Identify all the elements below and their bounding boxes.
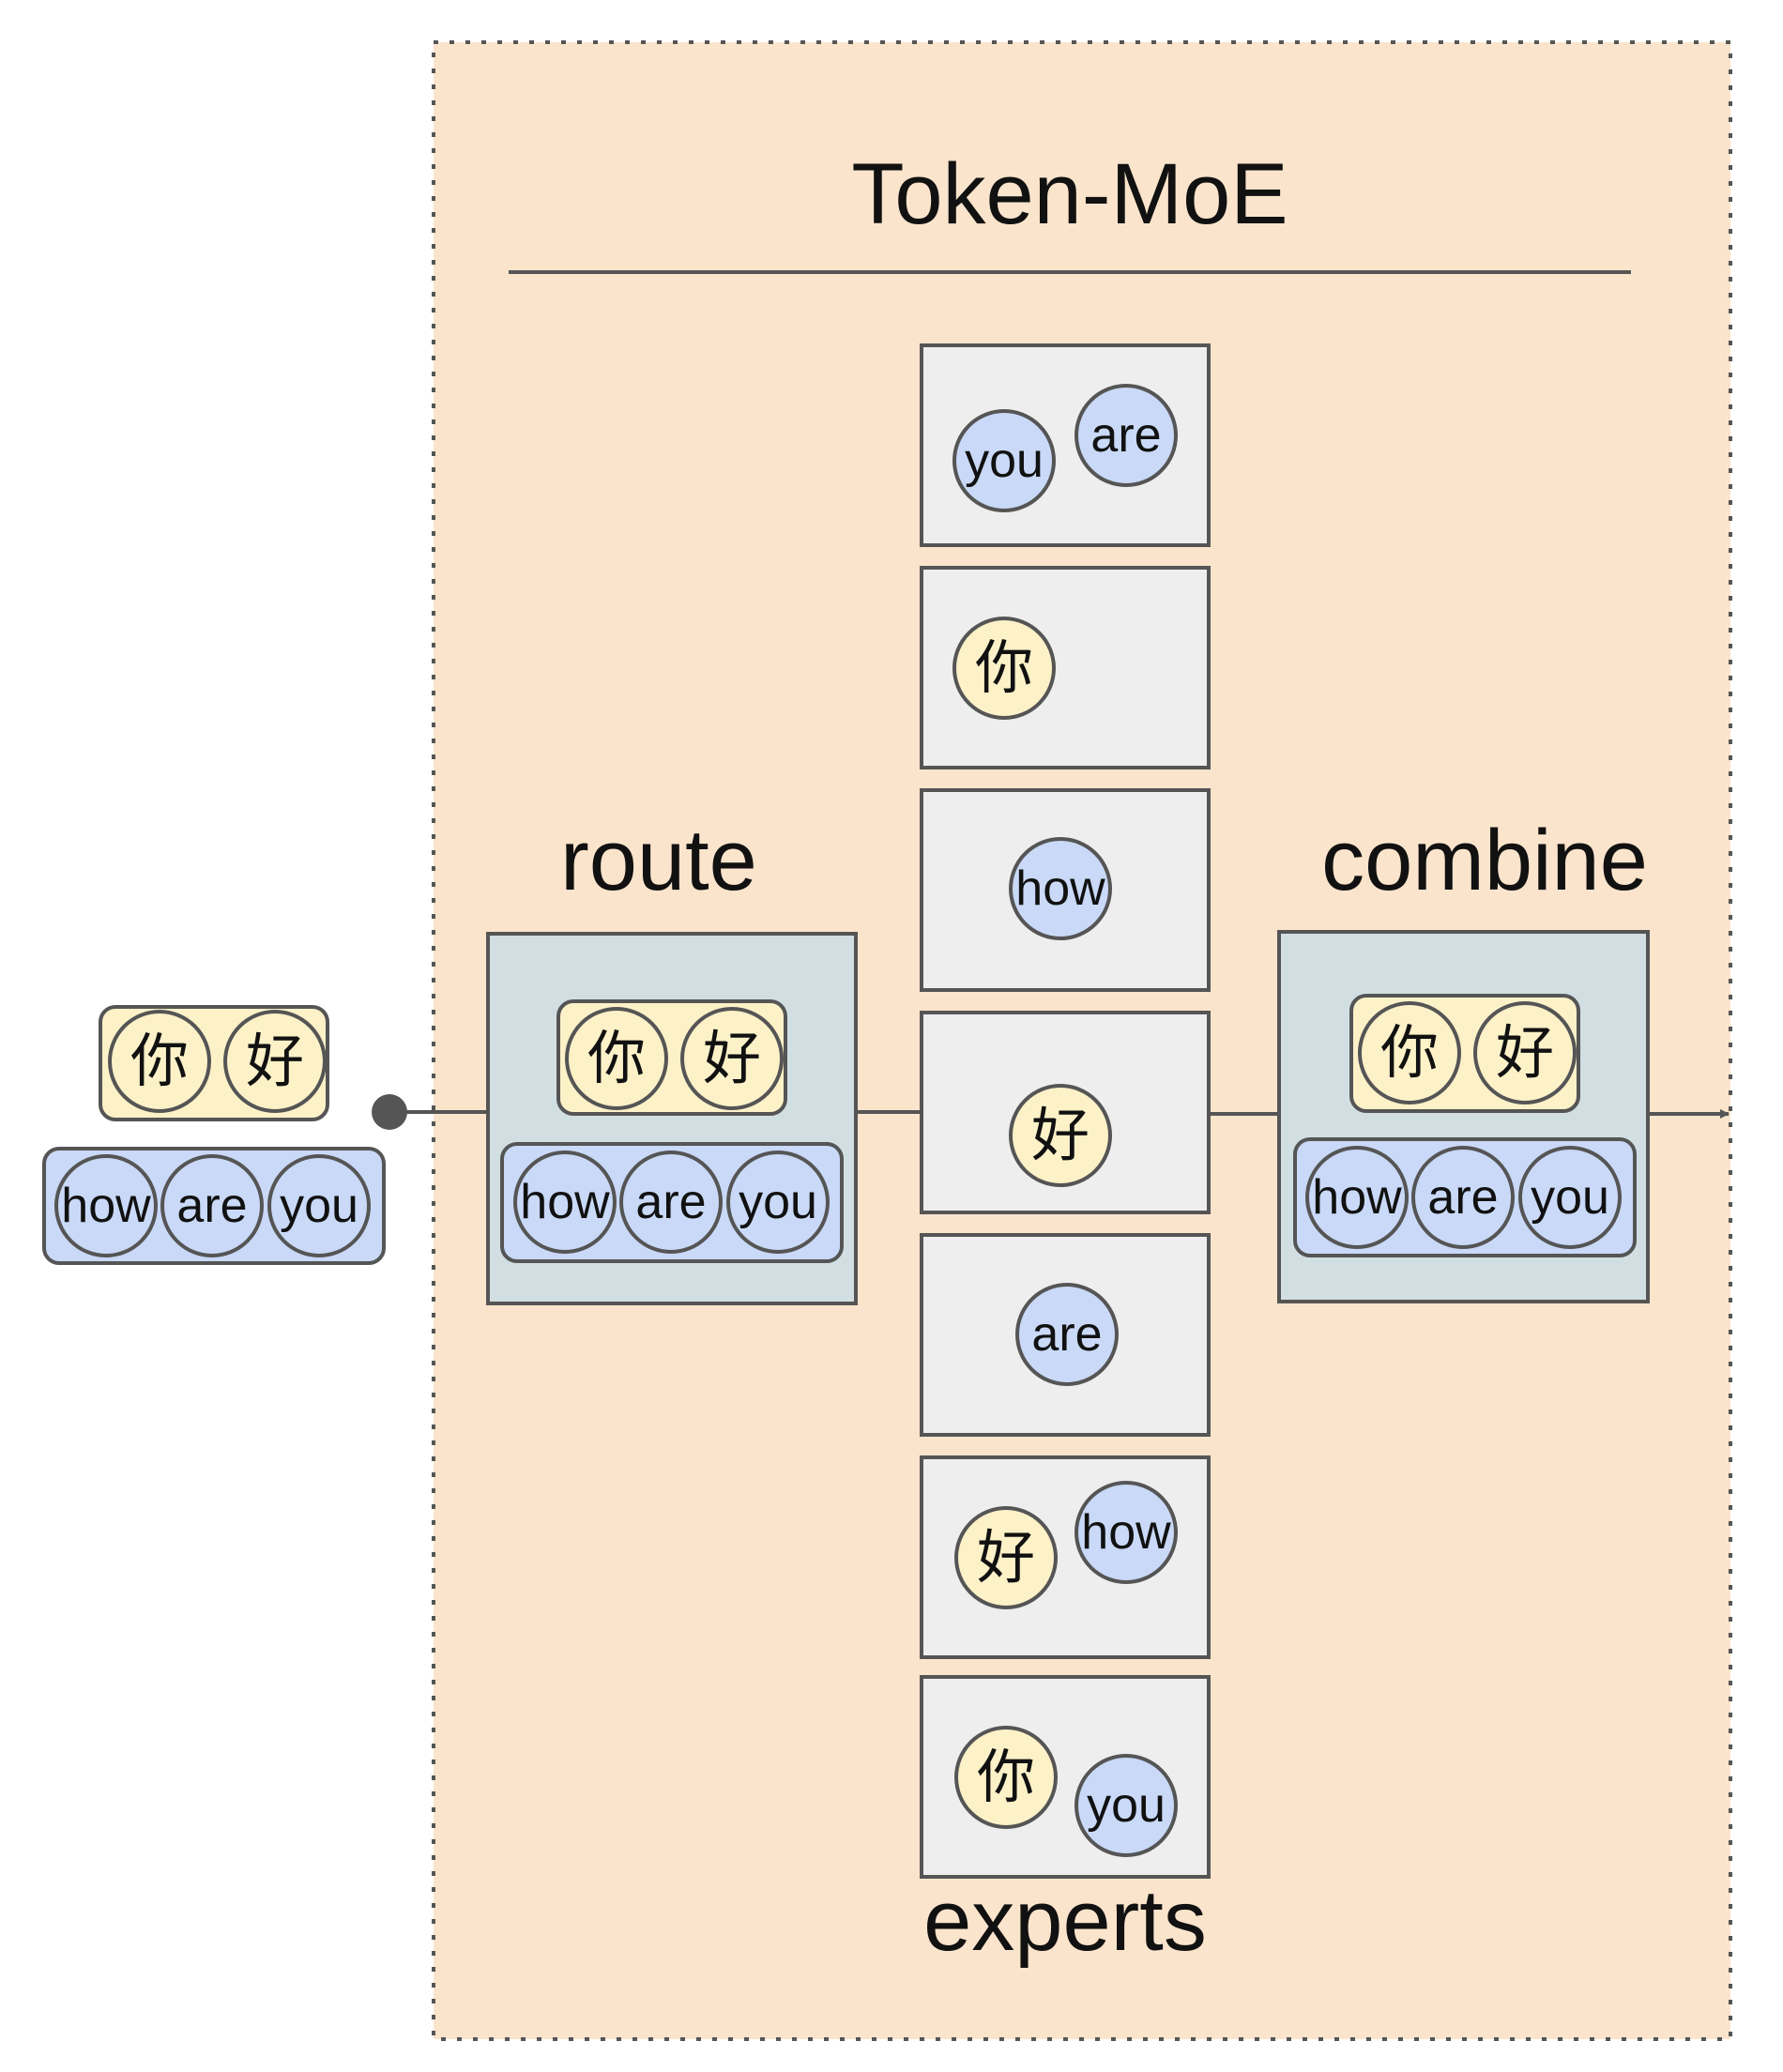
expert-token-text: 你 (977, 1745, 1035, 1810)
combine-en-token: how (1305, 1146, 1409, 1249)
expert-token-circle (1074, 1754, 1178, 1857)
expert-token-text: 好 (1031, 1104, 1090, 1168)
input-dot (372, 1094, 407, 1130)
expert-token-text: how (1081, 1505, 1171, 1560)
expert-token: how (1009, 837, 1112, 940)
route-zh-token-circle (565, 1007, 668, 1110)
route-en-token: how (513, 1150, 617, 1254)
input-en-token: you (267, 1154, 371, 1257)
expert-token-text: you (965, 434, 1044, 488)
route-en-token: are (619, 1150, 723, 1254)
combine-en-token-text: are (1427, 1170, 1498, 1225)
input-en-token: are (160, 1154, 264, 1257)
input-en-token-circle (267, 1154, 371, 1257)
combine-en-token: you (1518, 1146, 1622, 1249)
route-en-token-circle (726, 1150, 830, 1254)
expert-token-circle (952, 617, 1056, 720)
combine-en-token-circle (1518, 1146, 1622, 1249)
expert-token-text: 好 (977, 1526, 1035, 1591)
expert-box (920, 566, 1211, 769)
route-label: route (560, 813, 757, 908)
expert-token-text: how (1015, 861, 1105, 916)
input-en-token-text: you (280, 1179, 358, 1233)
combine-zh-token: 你 (1358, 1001, 1461, 1105)
expert-token-circle (1074, 1481, 1178, 1584)
expert-token-circle (1015, 1283, 1119, 1386)
experts-label: experts (923, 1873, 1207, 1969)
route-en-token: you (726, 1150, 830, 1254)
combine-en-token-text: you (1531, 1170, 1609, 1225)
expert-token-circle (1009, 1084, 1112, 1187)
combine-zh-token-circle (1473, 1001, 1577, 1105)
expert-token: are (1074, 384, 1178, 487)
input-zh-token-circle (108, 1010, 211, 1113)
input-en-token-text: how (61, 1179, 151, 1233)
expert-token: are (1015, 1283, 1119, 1386)
expert-token: 你 (952, 617, 1056, 720)
combine-en-token-text: how (1312, 1170, 1402, 1225)
expert-token-circle (954, 1506, 1058, 1609)
expert-token-text: are (1031, 1307, 1102, 1362)
input-zh-token-text: 你 (130, 1029, 189, 1094)
combine-zh-token-text: 你 (1380, 1021, 1439, 1086)
route-en-token-circle (513, 1150, 617, 1254)
expert-token: 好 (1009, 1084, 1112, 1187)
combine-zh-token: 好 (1473, 1001, 1577, 1105)
input-en-token-text: are (176, 1179, 247, 1233)
expert-token-text: 你 (975, 636, 1033, 701)
combine-en-token: are (1411, 1146, 1515, 1249)
input-zh-token-circle (223, 1010, 327, 1113)
expert-token-circle (1009, 837, 1112, 940)
expert-token: you (952, 409, 1056, 512)
expert-token: you (1074, 1754, 1178, 1857)
route-zh-token: 好 (680, 1007, 784, 1110)
combine-en-token-circle (1411, 1146, 1515, 1249)
input-en-token-circle (160, 1154, 264, 1257)
route-en-token-text: how (520, 1175, 610, 1229)
input-en-token-circle (54, 1154, 158, 1257)
expert-token-circle (954, 1726, 1058, 1829)
route-zh-token-circle (680, 1007, 784, 1110)
route-zh-token-text: 你 (587, 1027, 646, 1091)
combine-en-token-circle (1305, 1146, 1409, 1249)
input-zh-token-text: 好 (246, 1029, 304, 1094)
route-en-token-text: are (635, 1175, 706, 1229)
diagram-title: Token-MoE (851, 146, 1288, 242)
route-en-token-text: you (739, 1175, 817, 1229)
combine-label: combine (1321, 813, 1648, 908)
expert-token-circle (1074, 384, 1178, 487)
route-zh-token: 你 (565, 1007, 668, 1110)
route-zh-token-text: 好 (703, 1027, 761, 1091)
expert-token-text: are (1090, 408, 1161, 463)
input-zh-token: 好 (223, 1010, 327, 1113)
expert-token: 你 (954, 1726, 1058, 1829)
combine-zh-token-circle (1358, 1001, 1461, 1105)
combine-zh-token-text: 好 (1496, 1021, 1554, 1086)
input-zh-token: 你 (108, 1010, 211, 1113)
expert-token-text: you (1087, 1778, 1166, 1833)
expert-token-circle (952, 409, 1056, 512)
expert-token: 好 (954, 1506, 1058, 1609)
route-en-token-circle (619, 1150, 723, 1254)
expert-token: how (1074, 1481, 1178, 1584)
input-en-token: how (54, 1154, 158, 1257)
